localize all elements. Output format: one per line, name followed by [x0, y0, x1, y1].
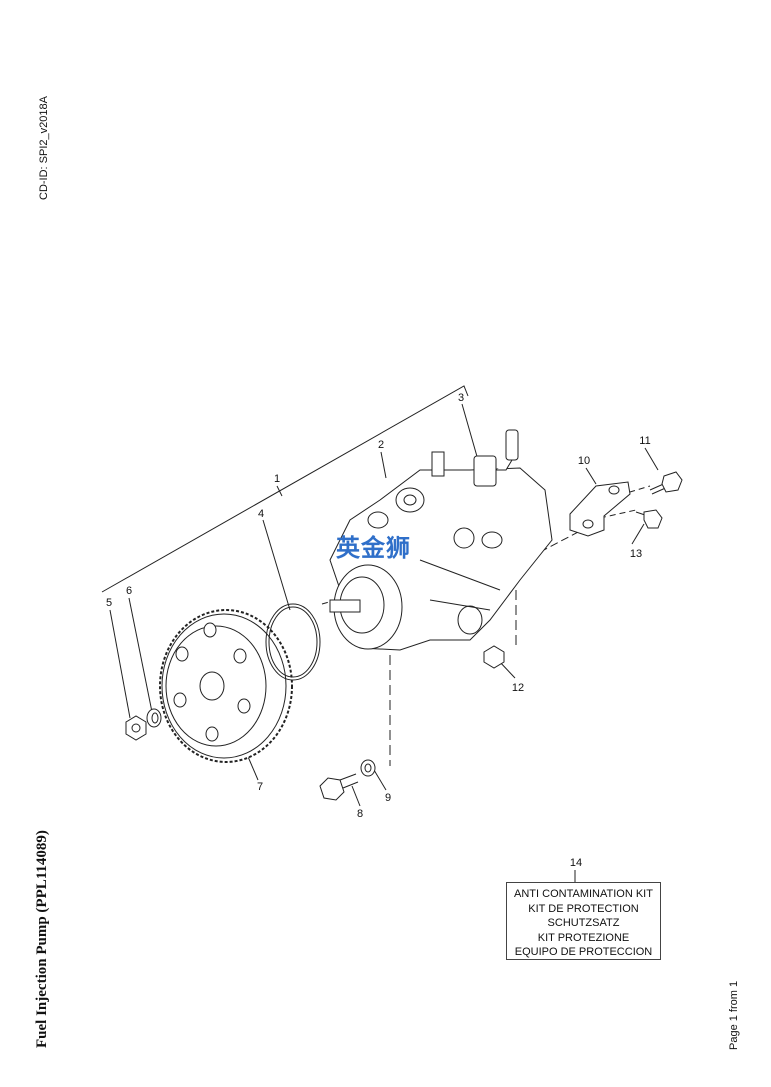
o-ring-part [265, 603, 321, 681]
callout-7: 7 [257, 781, 263, 793]
nut-part [125, 715, 147, 741]
page-indicator: Page 1 from 1 [728, 980, 740, 1050]
kit-line: KIT PROTEZIONE [537, 931, 630, 944]
kit-line: ANTI CONTAMINATION KIT [514, 888, 653, 900]
leader-10 [585, 467, 597, 485]
bolt-part-11 [649, 471, 683, 495]
leader-6 [128, 597, 153, 713]
callout-9: 9 [385, 792, 391, 804]
leader-3 [461, 403, 479, 461]
washer-part-9 [360, 759, 376, 777]
callout-8: 8 [357, 808, 363, 820]
callout-1: 1 [274, 473, 280, 485]
kit-line: KIT DE PROTECTION [528, 902, 639, 915]
nut-part-12 [483, 645, 505, 669]
leader-9 [373, 769, 387, 791]
page-title: Fuel Injection Pump (PPL114089) [34, 830, 50, 1048]
sensor-part [473, 429, 519, 487]
callout-12: 12 [512, 682, 524, 694]
callout-10: 10 [578, 455, 590, 467]
injection-pump-body-part [329, 451, 553, 651]
callout-11: 11 [639, 435, 650, 447]
bracket-part [569, 481, 631, 537]
kit-line: EQUIPO DE PROTECCION [514, 946, 653, 958]
callout-14: 14 [570, 857, 582, 869]
leader-8 [351, 785, 361, 807]
callout-3: 3 [458, 392, 464, 404]
callout-4: 4 [258, 508, 264, 520]
leader-4 [262, 519, 291, 611]
leader-11 [644, 447, 659, 471]
washer-part [146, 708, 162, 728]
anti-contamination-kit-box: ANTI CONTAMINATION KIT KIT DE PROTECTION… [506, 882, 661, 960]
bolt-part-13 [635, 509, 663, 529]
callout-2: 2 [378, 439, 384, 451]
leader-5 [109, 609, 131, 719]
bolt-part-8 [319, 773, 359, 801]
watermark-logo: 英金狮 [336, 534, 411, 562]
leader-2 [380, 451, 387, 479]
callout-5: 5 [106, 597, 112, 609]
callout-6: 6 [126, 585, 132, 597]
leader-13 [631, 523, 645, 545]
drive-gear-part [159, 609, 293, 763]
kit-line: SCHUTZSATZ [547, 917, 620, 929]
assembly-bracket-line [101, 385, 469, 593]
callout-13: 13 [630, 548, 642, 560]
